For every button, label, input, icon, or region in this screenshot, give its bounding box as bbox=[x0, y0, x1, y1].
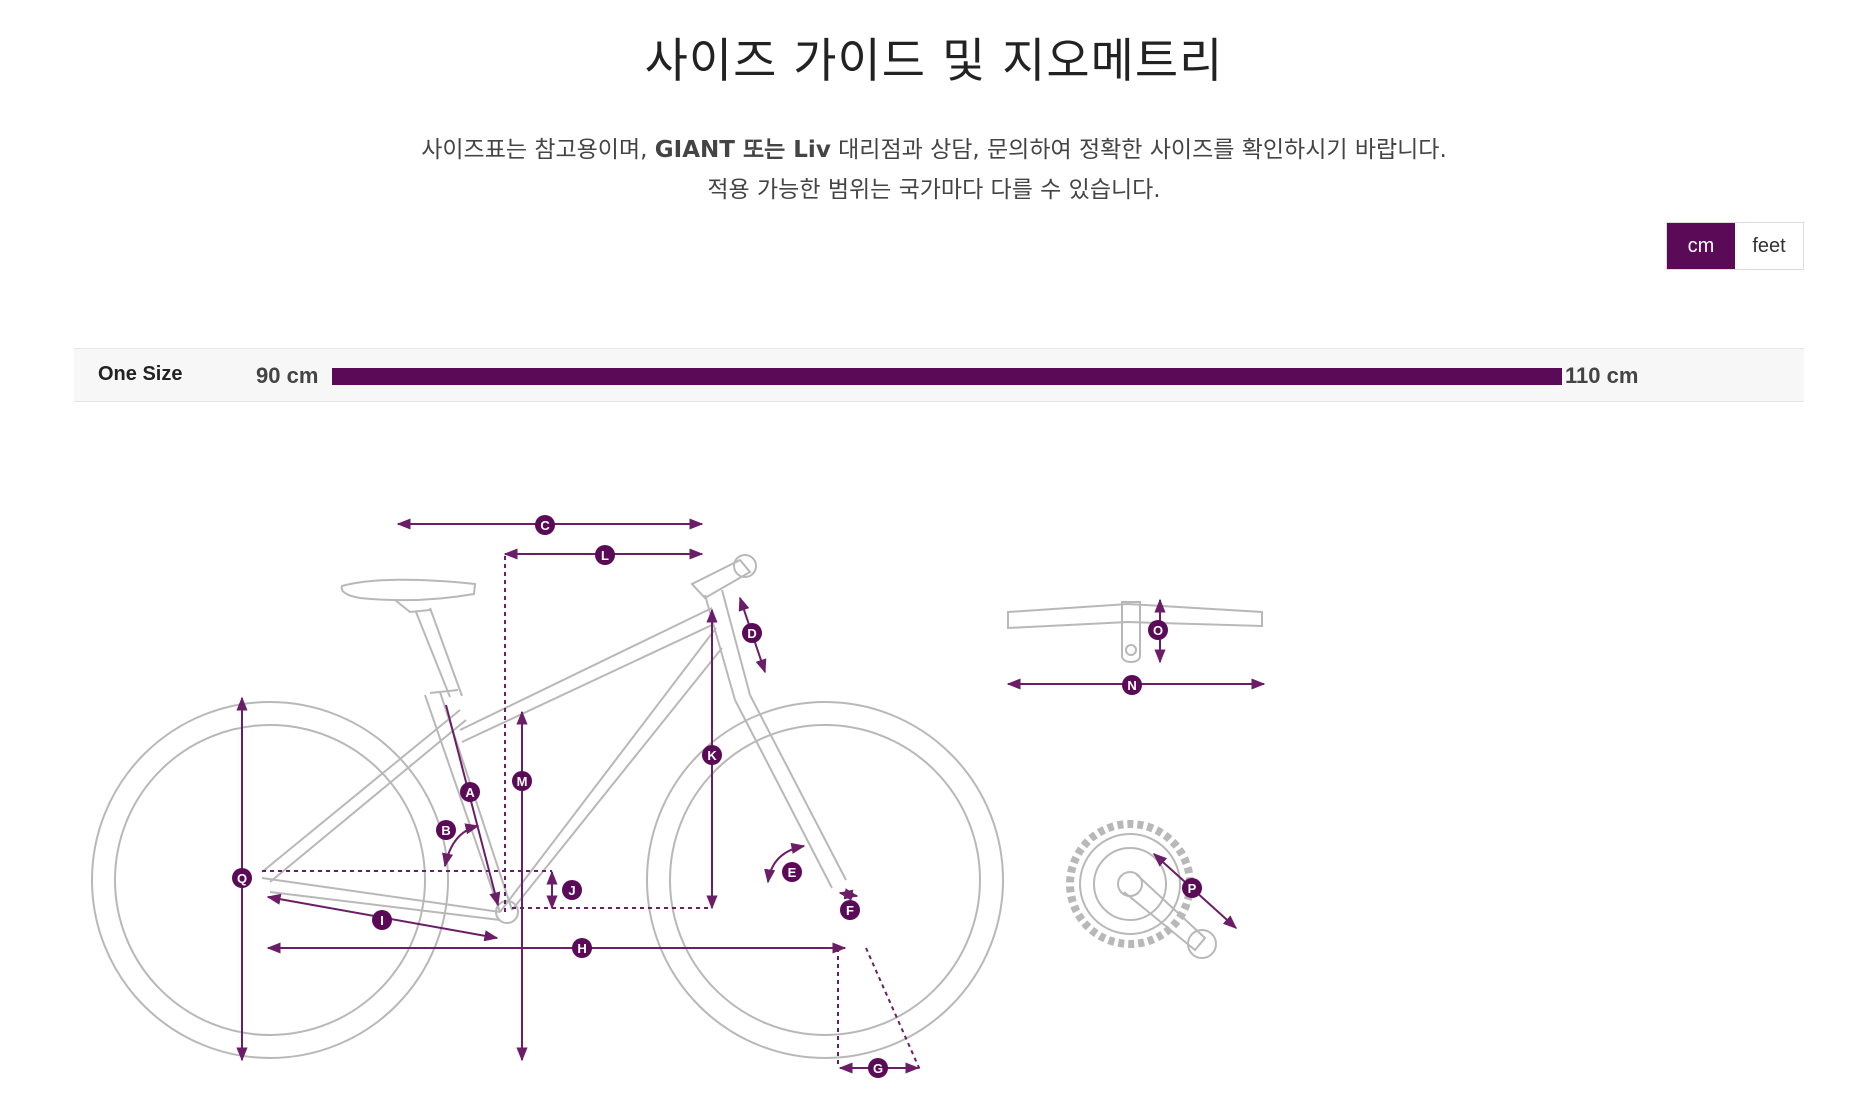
svg-text:N: N bbox=[1127, 678, 1136, 693]
size-range-bar bbox=[332, 368, 1562, 385]
size-max-height: 110 cm bbox=[1565, 363, 1639, 388]
unit-toggle: cm feet bbox=[1666, 222, 1804, 270]
svg-text:H: H bbox=[577, 941, 586, 956]
geometry-label-a: A bbox=[460, 782, 480, 802]
svg-text:M: M bbox=[517, 774, 528, 789]
svg-text:F: F bbox=[846, 903, 854, 918]
dimension-lines bbox=[236, 518, 1266, 1074]
notice-line-1: 사이즈표는 참고용이며, GIANT 또는 Liv 대리점과 상담, 문의하여 … bbox=[0, 130, 1868, 164]
handlebar-illustration bbox=[1007, 601, 1263, 663]
svg-text:A: A bbox=[465, 785, 475, 800]
unit-button-cm[interactable]: cm bbox=[1667, 223, 1735, 269]
geometry-label-n: N bbox=[1122, 675, 1142, 695]
svg-text:E: E bbox=[788, 865, 797, 880]
size-row: One Size 90 cm 110 cm bbox=[74, 348, 1804, 402]
geometry-label-l: L bbox=[595, 545, 615, 565]
geometry-label-f: F bbox=[840, 900, 860, 920]
notice-text-suffix: 대리점과 상담, 문의하여 정확한 사이즈를 확인하시기 바랍니다. bbox=[830, 137, 1447, 163]
geometry-label-o: O bbox=[1148, 620, 1168, 640]
svg-text:C: C bbox=[540, 518, 550, 533]
geometry-label-e: E bbox=[782, 862, 802, 882]
svg-text:J: J bbox=[568, 883, 575, 898]
page-title: 사이즈 가이드 및 지오메트리 bbox=[644, 34, 1224, 89]
geometry-label-i: I bbox=[372, 910, 392, 930]
geometry-label-g: G bbox=[868, 1058, 888, 1078]
svg-text:O: O bbox=[1153, 623, 1163, 638]
size-min-height: 90 cm bbox=[256, 363, 319, 388]
svg-text:B: B bbox=[441, 823, 450, 838]
geometry-label-c: C bbox=[535, 515, 555, 535]
size-name: One Size bbox=[98, 363, 183, 385]
svg-text:Q: Q bbox=[237, 871, 247, 886]
svg-text:I: I bbox=[380, 913, 384, 928]
geometry-label-k: K bbox=[702, 745, 722, 765]
unit-button-feet[interactable]: feet bbox=[1735, 223, 1803, 269]
notice-brand: GIANT 또는 Liv bbox=[654, 137, 831, 163]
geometry-label-d: D bbox=[742, 623, 762, 643]
geometry-label-m: M bbox=[512, 771, 532, 791]
svg-text:P: P bbox=[1188, 881, 1197, 896]
bike-illustration bbox=[91, 554, 1004, 1059]
svg-text:G: G bbox=[873, 1061, 883, 1076]
geometry-label-q: Q bbox=[232, 868, 252, 888]
notice-text: 사이즈표는 참고용이며, bbox=[421, 137, 655, 163]
svg-text:L: L bbox=[601, 548, 609, 563]
geometry-label-j: J bbox=[562, 880, 582, 900]
geometry-label-b: B bbox=[436, 820, 456, 840]
notice-line-2: 적용 가능한 범위는 국가마다 다를 수 있습니다. bbox=[707, 177, 1161, 203]
svg-text:D: D bbox=[747, 626, 756, 641]
svg-text:K: K bbox=[707, 748, 717, 763]
geometry-label-h: H bbox=[572, 938, 592, 958]
geometry-label-p: P bbox=[1182, 878, 1202, 898]
